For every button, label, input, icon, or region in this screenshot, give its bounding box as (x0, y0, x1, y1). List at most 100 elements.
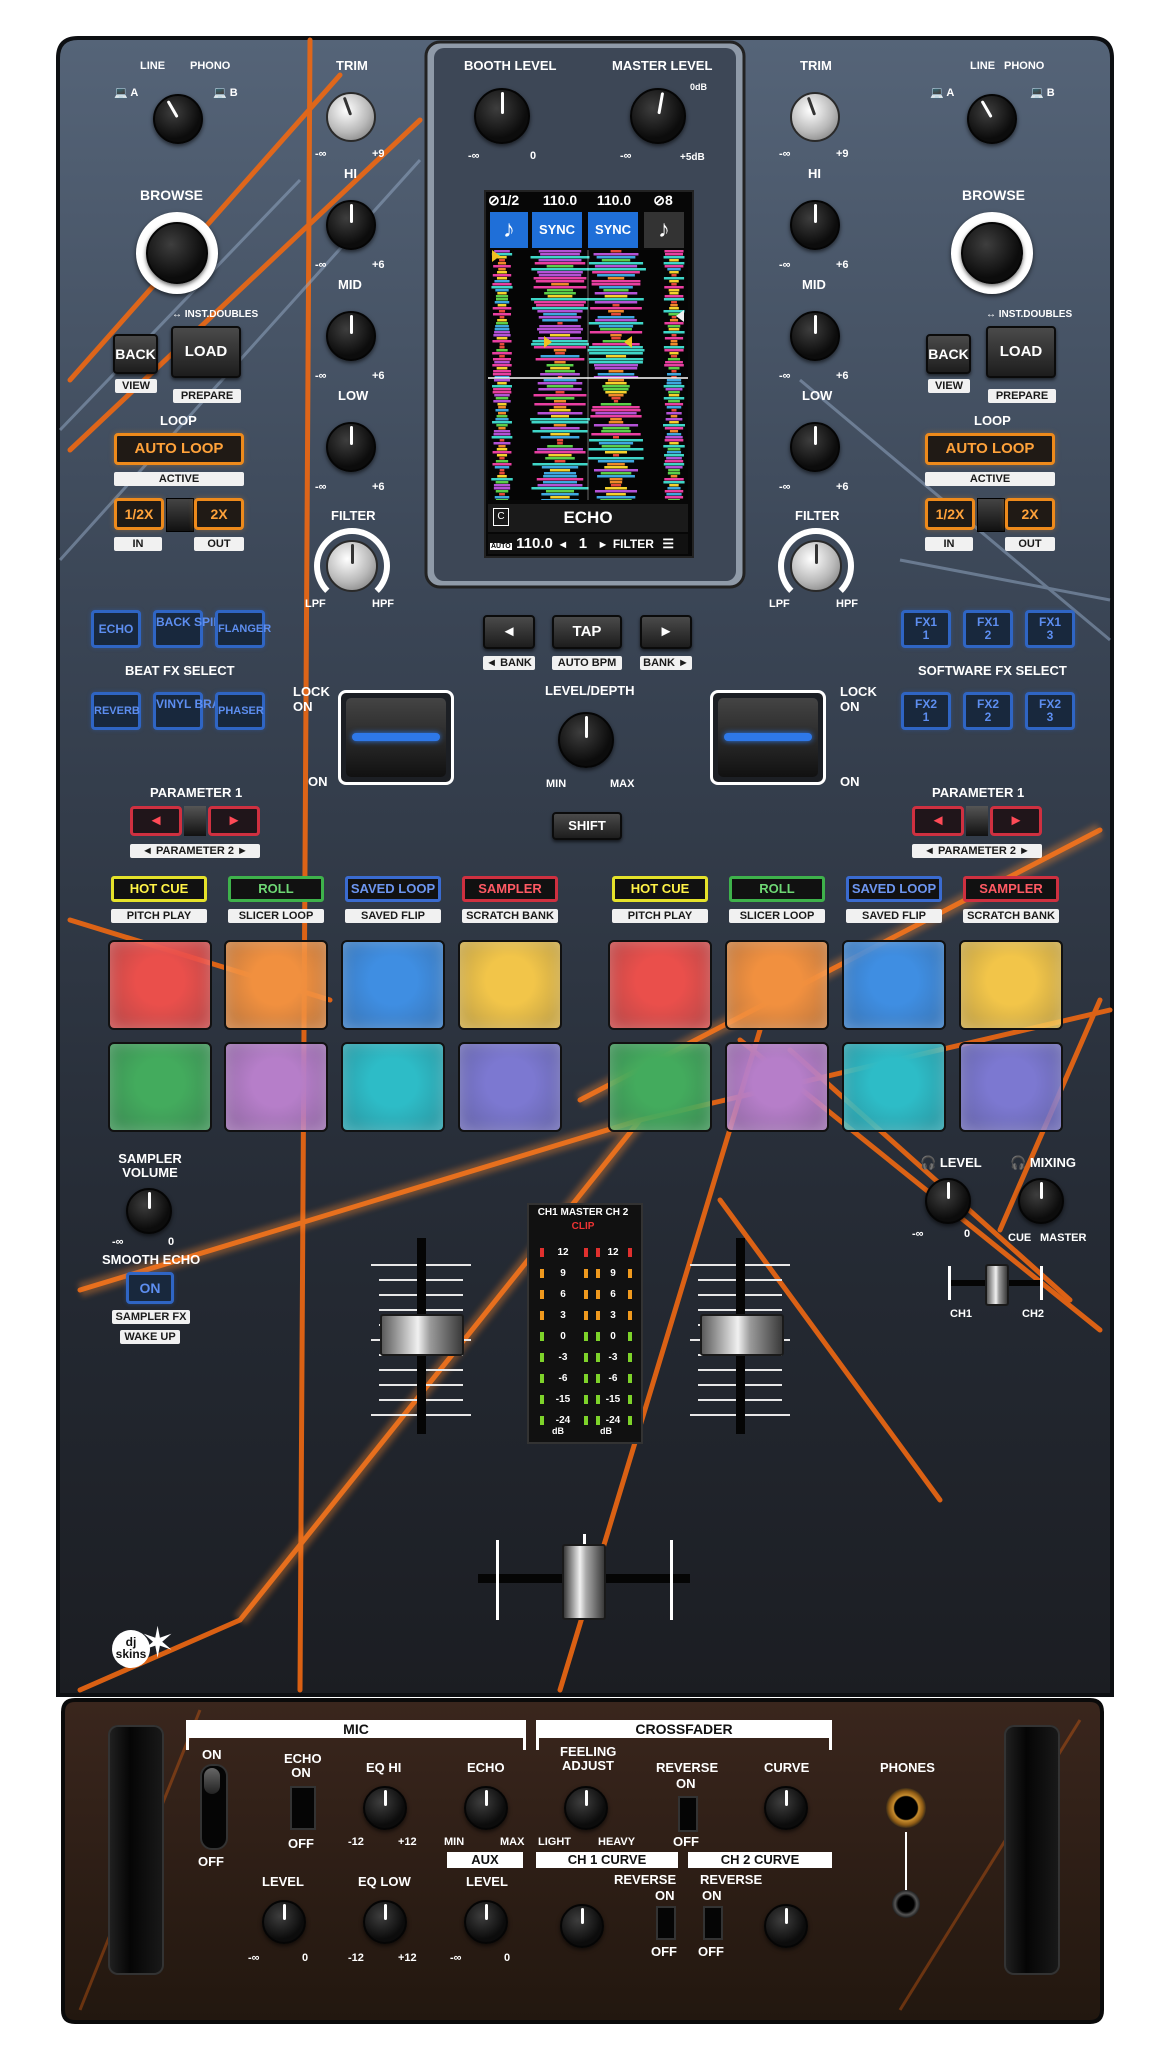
low-knob-left[interactable] (326, 422, 376, 472)
music-note-icon-left[interactable]: ♪ (490, 212, 528, 248)
mode-sampler-left[interactable]: SAMPLER (462, 876, 558, 902)
pad-right-3[interactable] (842, 940, 946, 1030)
back-button-right[interactable]: BACK (926, 334, 971, 374)
ch-selector-slider[interactable] (985, 1264, 1009, 1306)
feeling-adjust-knob[interactable] (564, 1786, 608, 1830)
fx-button-flanger[interactable]: FLANGER (215, 610, 271, 648)
pad-left-1[interactable] (108, 940, 212, 1030)
fx-left-arrow-button[interactable]: ◄ (483, 615, 535, 649)
mode-saved-loop-right[interactable]: SAVED LOOP (846, 876, 942, 902)
loop-double-button-right[interactable]: 2X (1005, 498, 1055, 530)
mic-echo-switch[interactable] (290, 1786, 316, 1830)
filter-knob-left[interactable] (326, 540, 378, 592)
trim-knob-left[interactable] (326, 92, 376, 142)
ch2-curve-knob[interactable] (764, 1904, 808, 1948)
fx-right-arrow-button[interactable]: ► (640, 615, 692, 649)
load-button-left[interactable]: LOAD (171, 326, 241, 378)
pad-left-8[interactable] (458, 1042, 562, 1132)
pad-left-2[interactable] (224, 940, 328, 1030)
back-button-left[interactable]: BACK (113, 334, 158, 374)
fx-button-back-spin[interactable]: BACK SPIN (153, 610, 222, 648)
mode-roll-left[interactable]: ROLL (228, 876, 324, 902)
mic-eq-low-knob[interactable] (363, 1900, 407, 1944)
pad-right-5[interactable] (608, 1042, 712, 1132)
browse-knob-right[interactable] (961, 222, 1023, 284)
master-level-knob[interactable] (630, 88, 686, 144)
param-right-button-right[interactable]: ► (990, 806, 1042, 836)
pad-right-7[interactable] (842, 1042, 946, 1132)
pad-left-5[interactable] (108, 1042, 212, 1132)
smooth-echo-on-button[interactable]: ON (126, 1272, 174, 1304)
sampler-volume-knob[interactable] (126, 1188, 172, 1234)
menu-icon[interactable]: ☰ (662, 536, 675, 551)
channel-fader-right[interactable] (700, 1314, 784, 1356)
input-selector-knob-right[interactable] (967, 94, 1017, 144)
loop-toggle-left[interactable] (166, 498, 194, 532)
fx-button-phaser[interactable]: PHASER (215, 692, 265, 730)
ch1-curve-knob[interactable] (560, 1904, 604, 1948)
crossfader-knob[interactable] (562, 1544, 606, 1620)
param-left-button-right[interactable]: ◄ (912, 806, 964, 836)
sync-button-left[interactable]: SYNC (532, 212, 582, 248)
mic-echo-knob[interactable] (464, 1786, 508, 1830)
music-note-icon-right[interactable]: ♪ (644, 212, 684, 248)
input-selector-knob-left[interactable] (153, 94, 203, 144)
headphone-level-knob[interactable] (925, 1178, 971, 1224)
mode-sampler-right[interactable]: SAMPLER (963, 876, 1059, 902)
load-button-right[interactable]: LOAD (986, 326, 1056, 378)
mode-hot-cue-right[interactable]: HOT CUE (612, 876, 708, 902)
param-right-button-left[interactable]: ► (208, 806, 260, 836)
pad-right-4[interactable] (959, 940, 1063, 1030)
mode-hot-cue-left[interactable]: HOT CUE (111, 876, 207, 902)
browse-knob-left[interactable] (146, 222, 208, 284)
loop-half-button-right[interactable]: 1/2X (925, 498, 975, 530)
aux-level-knob[interactable] (464, 1900, 508, 1944)
pad-left-7[interactable] (341, 1042, 445, 1132)
pad-left-3[interactable] (341, 940, 445, 1030)
mid-knob-right[interactable] (790, 311, 840, 361)
level-depth-knob[interactable] (558, 712, 614, 768)
low-knob-right[interactable] (790, 422, 840, 472)
pad-right-1[interactable] (608, 940, 712, 1030)
channel-fader-left[interactable] (380, 1314, 464, 1356)
auto-loop-button-right[interactable]: AUTO LOOP (925, 433, 1055, 465)
hi-knob-right[interactable] (790, 200, 840, 250)
pad-left-4[interactable] (458, 940, 562, 1030)
loop-double-button-left[interactable]: 2X (194, 498, 244, 530)
tap-button[interactable]: TAP (552, 615, 622, 649)
filter-knob-right[interactable] (790, 540, 842, 592)
hi-knob-left[interactable] (326, 200, 376, 250)
ch2-reverse-switch[interactable] (703, 1906, 723, 1940)
booth-level-knob[interactable] (474, 88, 530, 144)
phones-jack-large[interactable] (886, 1788, 926, 1828)
ch1-reverse-switch[interactable] (656, 1906, 676, 1940)
headphone-mixing-knob[interactable] (1018, 1178, 1064, 1224)
shift-button[interactable]: SHIFT (552, 812, 622, 840)
loop-toggle-right[interactable] (977, 498, 1005, 532)
pad-right-2[interactable] (725, 940, 829, 1030)
sync-button-right[interactable]: SYNC (588, 212, 638, 248)
auto-loop-button-left[interactable]: AUTO LOOP (114, 433, 244, 465)
mode-roll-right[interactable]: ROLL (729, 876, 825, 902)
mic-eq-hi-knob[interactable] (363, 1786, 407, 1830)
pad-right-8[interactable] (959, 1042, 1063, 1132)
xf-curve-knob[interactable] (764, 1786, 808, 1830)
mic-level-knob[interactable] (262, 1900, 306, 1944)
phones-jack-small[interactable] (892, 1890, 920, 1918)
trim-knob-right[interactable] (790, 92, 840, 142)
mid-knob-left[interactable] (326, 311, 376, 361)
pad-left-6[interactable] (224, 1042, 328, 1132)
param-left-button-left[interactable]: ◄ (130, 806, 182, 836)
loop-half-button-left[interactable]: 1/2X (114, 498, 164, 530)
fx-button-vinyl-brake[interactable]: VINYL BRAKE (153, 692, 237, 730)
pad-right-6[interactable] (725, 1042, 829, 1132)
fx-button-reverb[interactable]: REVERB (91, 692, 141, 730)
mode-saved-loop-left[interactable]: SAVED LOOP (345, 876, 441, 902)
fx-button-echo[interactable]: ECHO (91, 610, 141, 648)
